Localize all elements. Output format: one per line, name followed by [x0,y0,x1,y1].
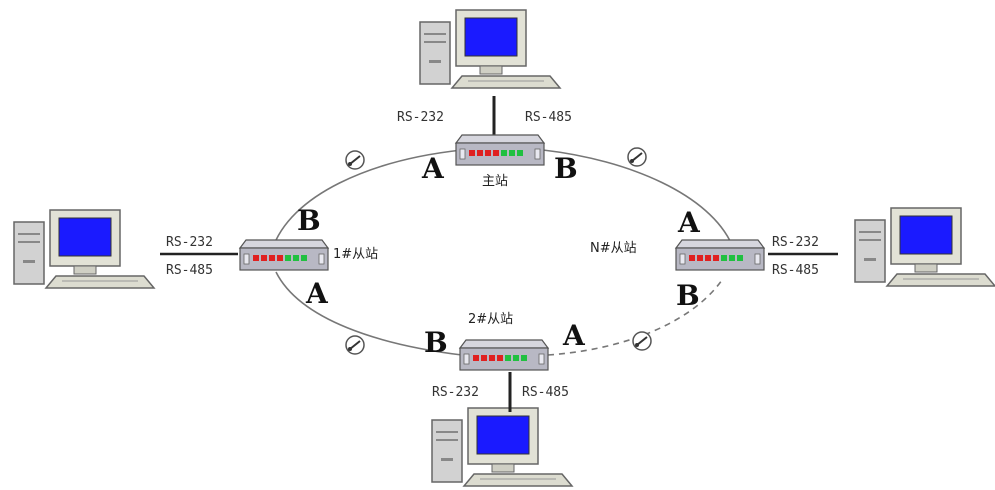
connector-icon [345,335,365,355]
master-computer-icon [419,9,561,89]
slaveN-computer-icon [854,207,995,287]
ring-bus-line [542,149,733,246]
master-port-b-label: B [554,152,578,185]
slave2-computer-icon [431,407,573,487]
ring-bus-line [271,149,463,251]
slave1-port-b-label: B [297,204,321,237]
slaveN-top-port-label: RS-232 [772,235,819,250]
slave1-station-label: 1#从站 [333,247,378,262]
slave2-converter-device-icon [459,339,549,371]
slave1-bottom-port-label: RS-485 [166,263,213,278]
master-converter-device-icon [455,134,545,166]
slave2-station-label: 2#从站 [468,312,513,327]
slaveN-station-label: N#从站 [590,241,637,256]
slave2-right-port-label: RS-485 [522,385,569,400]
slave2-port-a-label: A [562,319,586,352]
master-station-label: 主站 [482,174,508,189]
master-right-port-label: RS-485 [525,110,572,125]
slave1-top-port-label: RS-232 [166,235,213,250]
slaveN-port-a-label: A [677,206,701,239]
connector-icon [345,150,365,170]
slaveN-bottom-port-label: RS-485 [772,263,819,278]
slave1-converter-device-icon [239,239,329,271]
master-left-port-label: RS-232 [397,110,444,125]
slave1-computer-icon [13,209,155,289]
ring-bus-line [547,279,723,356]
slaveN-port-b-label: B [676,279,700,312]
slave2-left-port-label: RS-232 [432,385,479,400]
slave1-port-a-label: A [305,277,329,310]
master-port-a-label: A [421,152,445,185]
ring-bus-line [275,271,463,356]
slaveN-converter-device-icon [675,239,765,271]
connector-icon [627,147,647,167]
connector-icon [632,331,652,351]
slave2-port-b-label: B [424,326,448,359]
